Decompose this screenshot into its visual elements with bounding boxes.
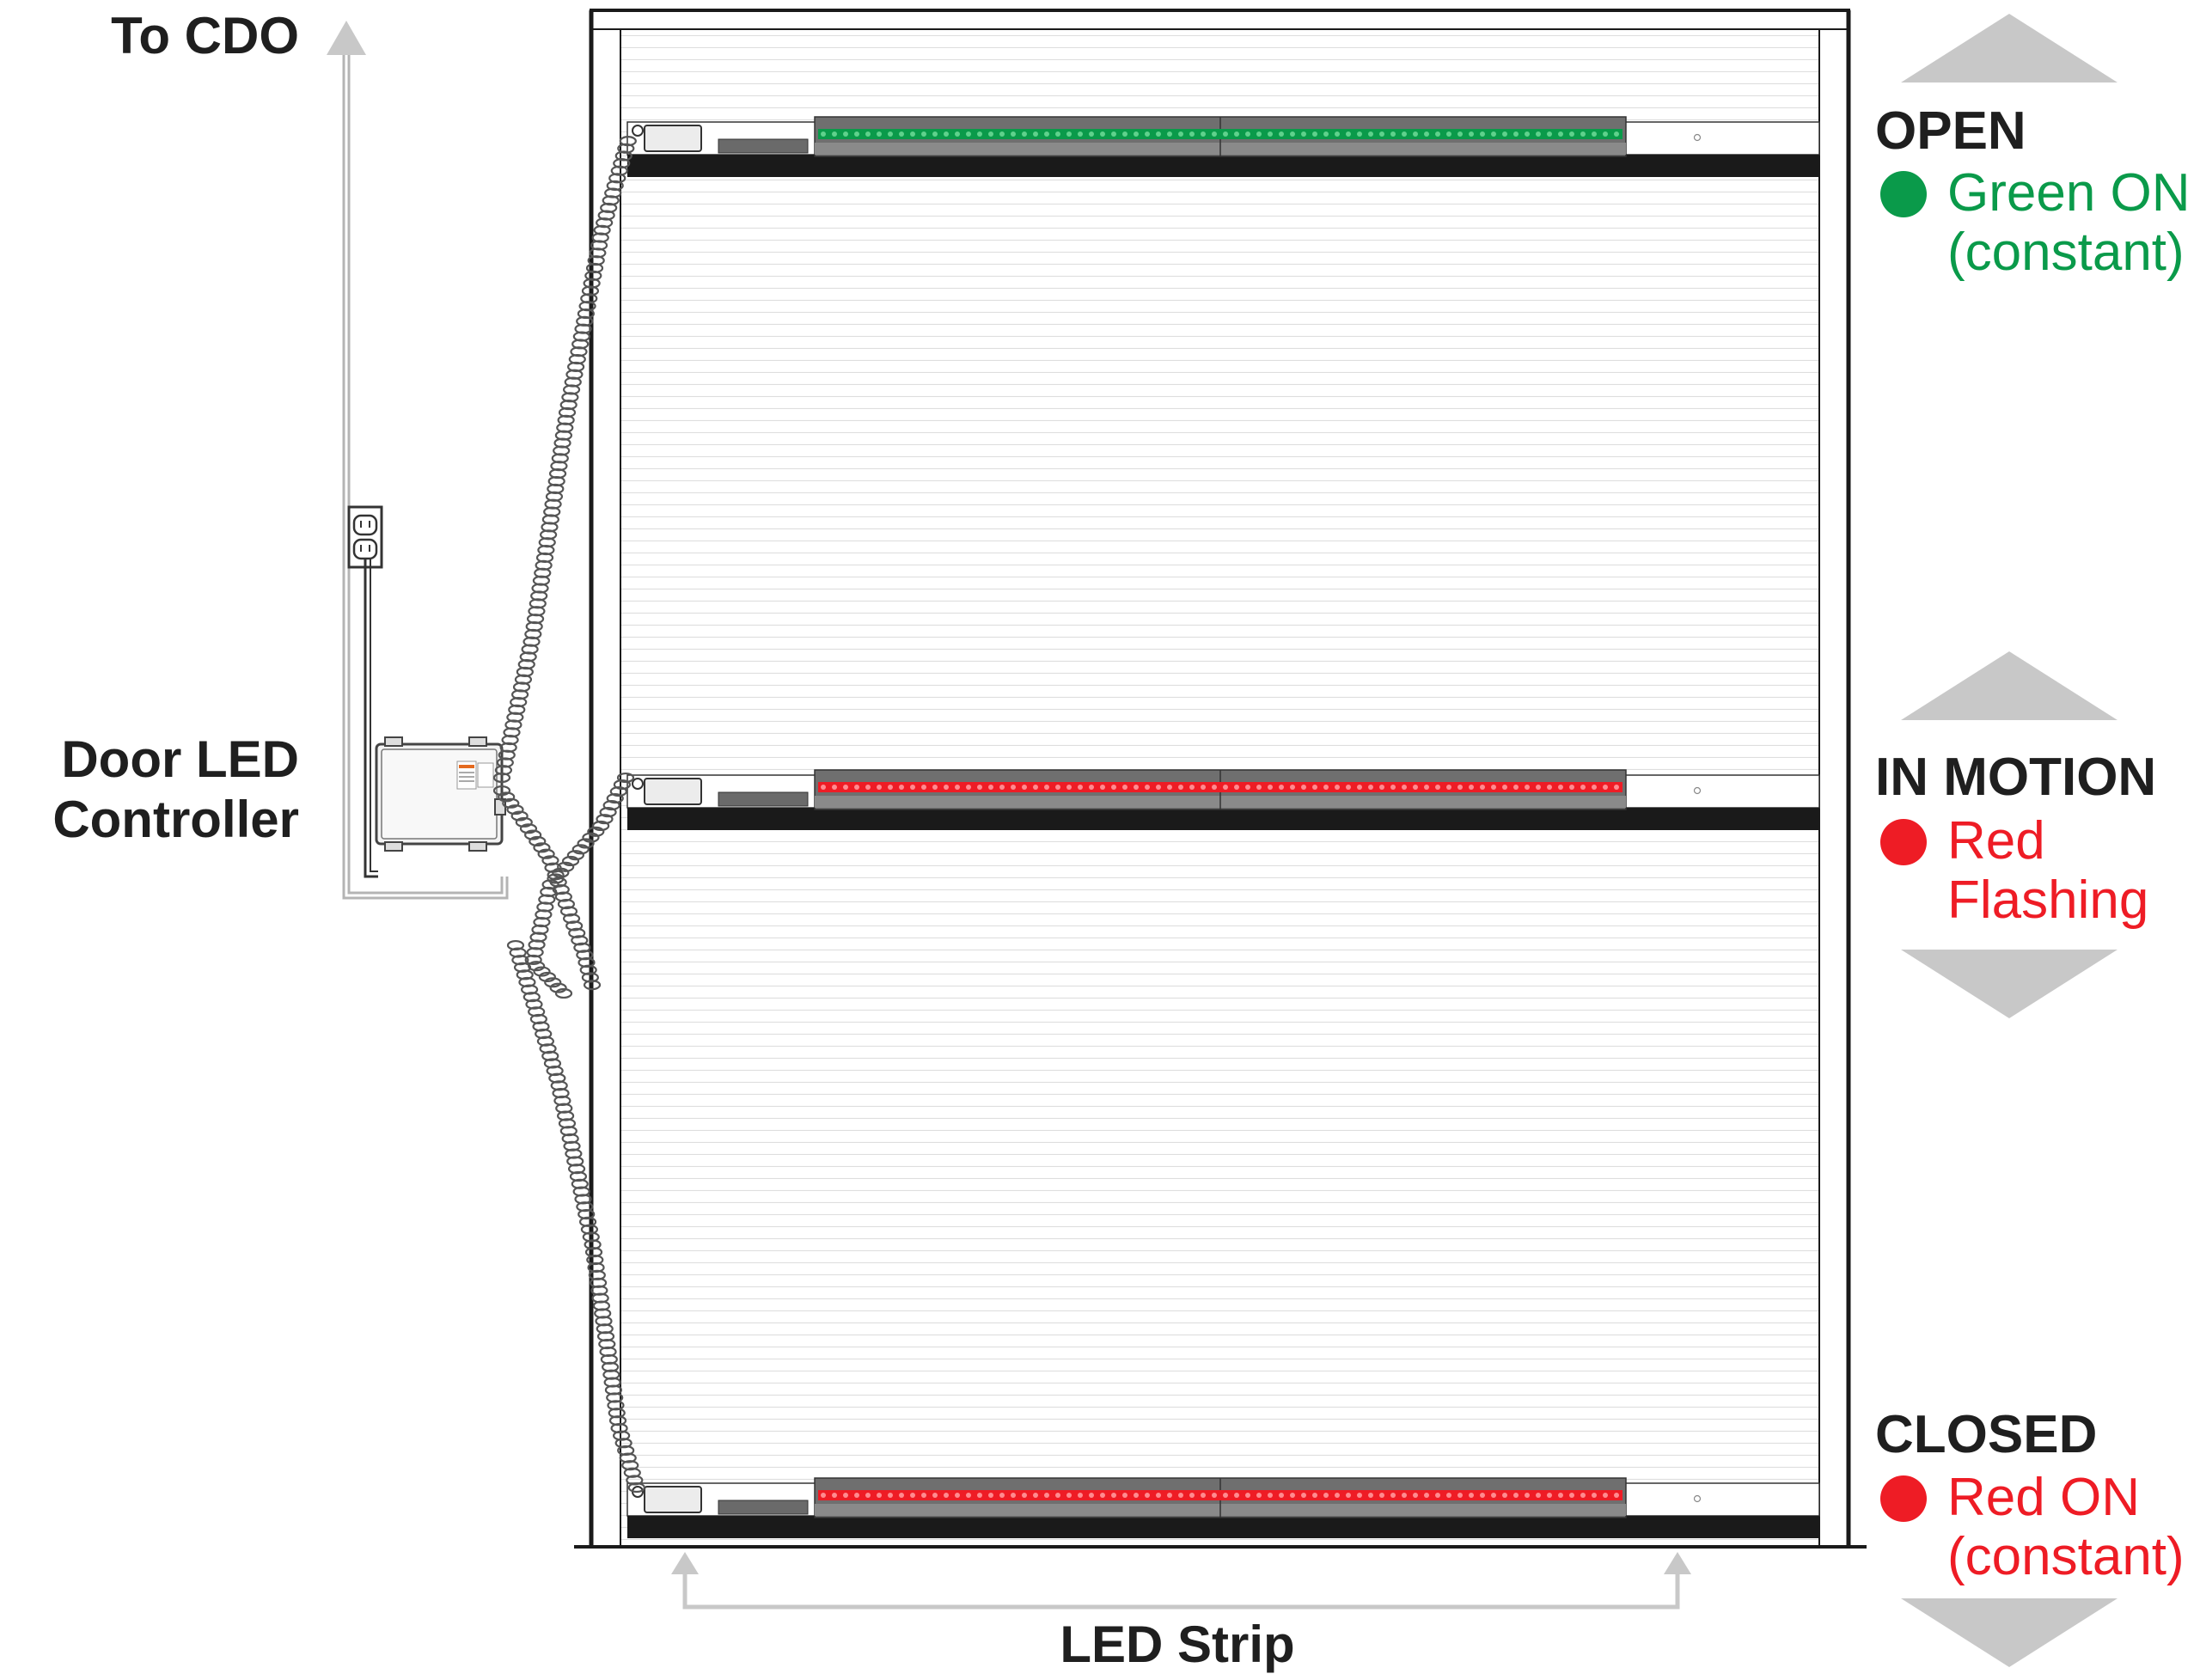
state-open-line1: Green ON [1947,163,2191,223]
power-cord [364,559,378,878]
state-closed-line2: (constant) [1947,1527,2185,1586]
state-closed: CLOSED Red ON (constant) [1875,1405,2185,1667]
arrow-up-to-cdo [327,21,366,55]
arrow-up-in-motion [1901,651,2118,720]
state-closed-dot [1880,1475,1927,1522]
controller-label-line2: Controller [52,791,299,848]
state-in-motion-dot [1880,819,1927,865]
state-in-motion-title: IN MOTION [1875,748,2156,807]
state-in-motion-line2: Flashing [1947,871,2148,930]
coiled-cable-icon [492,136,645,1494]
state-in-motion: IN MOTION Red Flashing [1875,651,2156,1018]
controller-box-icon [375,736,506,852]
arrow-up-open [1901,14,2118,82]
state-open-dot [1880,171,1927,217]
controller-label-line1: Door LED [61,730,299,788]
arrow-down-in-motion [1901,950,2118,1018]
led-strip-in-motion [814,769,1627,810]
state-open-line2: (constant) [1947,223,2185,282]
bottom-bars [626,116,1820,1538]
state-closed-line1: Red ON [1947,1468,2140,1527]
electrical-outlet-icon [347,505,383,569]
state-closed-title: CLOSED [1875,1405,2097,1464]
state-open: OPEN Green ON (constant) [1875,14,2191,282]
bottom-bar-closed [626,1477,1820,1538]
to-cdo-label: To CDO [111,7,299,64]
led-strip-open [814,116,1627,157]
arrow-down-closed [1901,1598,2118,1667]
bottom-bar-open [626,116,1820,177]
state-in-motion-line1: Red [1947,811,2045,871]
bottom-bar-in-motion [626,769,1820,830]
conduit-to-cdo [342,53,509,900]
state-open-title: OPEN [1875,101,2026,161]
led-strip-pointer [671,1552,1691,1610]
led-strip-label: LED Strip [1060,1616,1294,1673]
led-strip-closed [814,1477,1627,1518]
